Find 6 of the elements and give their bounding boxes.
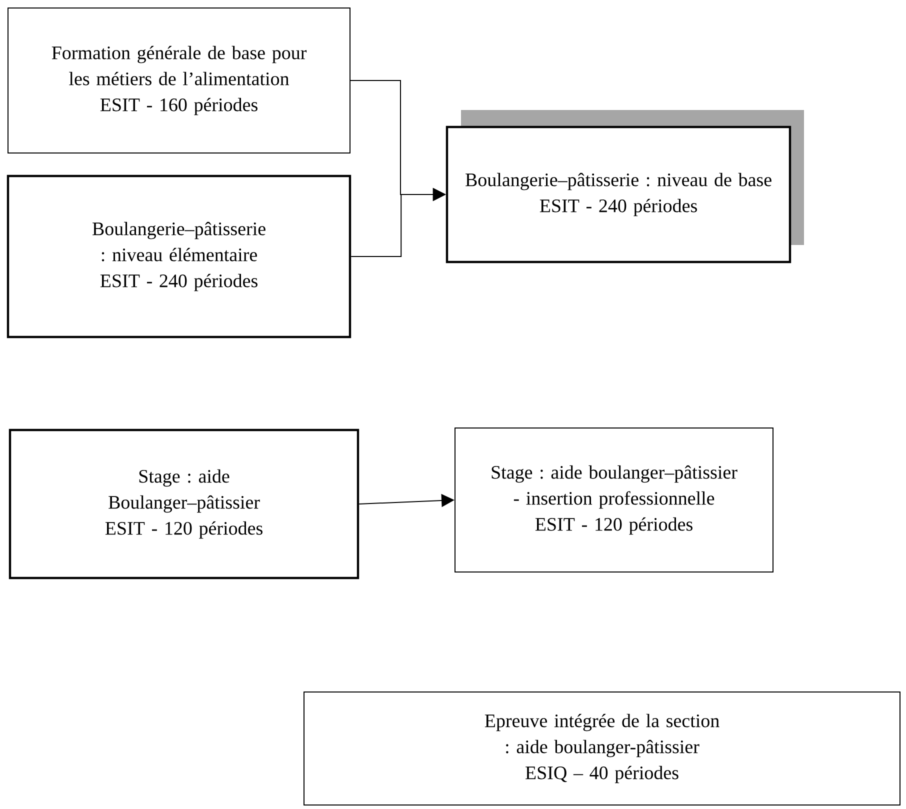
process-box: Stage : aide boulanger–pâtissier - insertion professionnelle ESIT - 120 périodes	[454, 428, 774, 572]
process-box: Stage : aide Boulanger–pâtissier ESIT - 120 périodes	[8, 428, 360, 580]
process-box: Epreuve intégrée de la section : aide boulanger-pâtissier ESIQ – 40 périodes	[304, 692, 900, 806]
process-box: Boulangerie–pâtisserie : niveau de base ESIT - 240 périodes	[446, 110, 804, 264]
process-box: Formation générale de base pour les métiers de l’alimentation ESIT - 160 périodes	[8, 8, 350, 154]
process-box: Boulangerie–pâtisserie : niveau élémentaire ESIT - 240 périodes	[6, 174, 352, 338]
